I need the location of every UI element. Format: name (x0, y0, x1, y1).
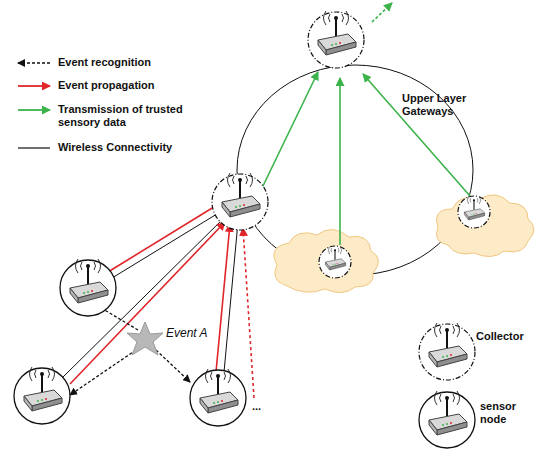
ellipsis-label: ... (252, 400, 282, 413)
legend-text: Event propagation (58, 79, 198, 92)
event-label: Event A (166, 326, 226, 340)
collector-label: Collector (476, 330, 536, 343)
region-label: Upper Layer Gateways (402, 92, 476, 118)
sensor-node-label: sensor node (480, 400, 536, 426)
legend-text: Transmission of trusted sensory data (58, 103, 183, 129)
legend-text: Wireless Connectivity (58, 141, 198, 154)
legend-text: Event recognition (58, 56, 198, 69)
